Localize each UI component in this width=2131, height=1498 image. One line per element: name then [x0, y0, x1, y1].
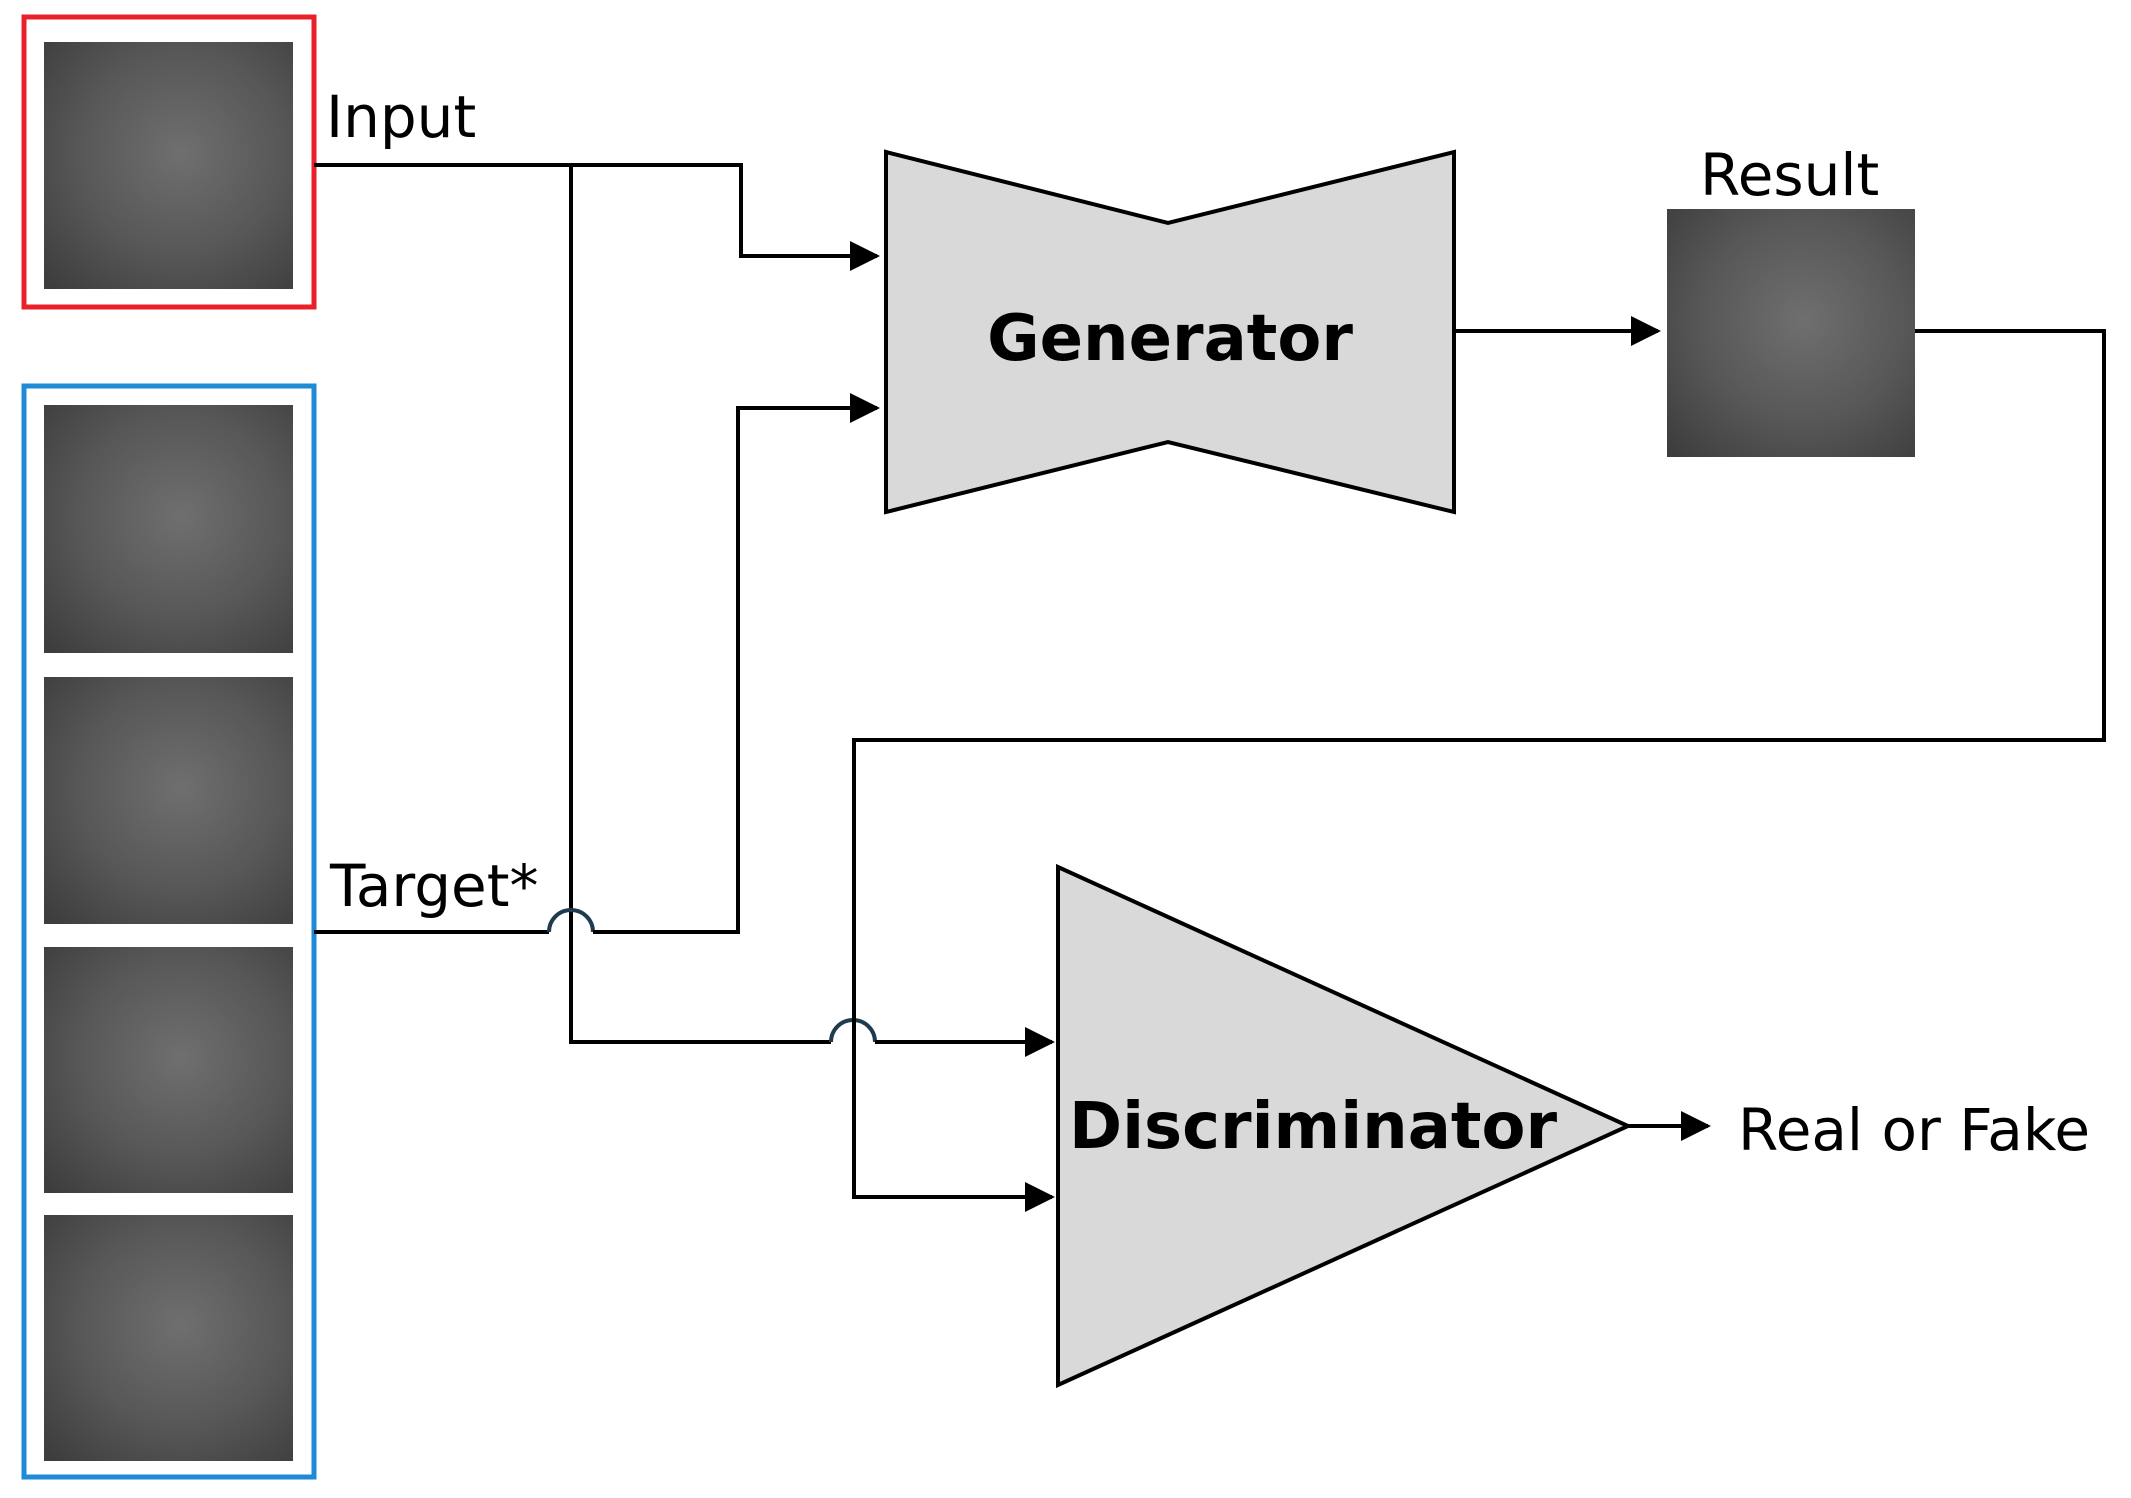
input-to-discriminator-wire — [569, 165, 831, 1044]
result-to-discriminator-arrow — [852, 329, 2106, 1212]
generator-label: Generator — [987, 302, 1353, 376]
target-image — [44, 1215, 293, 1461]
result-image — [1667, 209, 1915, 457]
real-or-fake-label: Real or Fake — [1738, 1096, 2090, 1164]
generator-block — [884, 149, 1456, 515]
target-image — [44, 405, 293, 653]
input-image-frame — [21, 14, 317, 310]
crossing-hop — [547, 908, 595, 933]
target-to-generator-arrow — [593, 393, 880, 934]
discriminator-label: Discriminator — [1069, 1090, 1558, 1164]
discriminator-block — [1056, 863, 1633, 1389]
input-to-generator-arrow — [314, 163, 880, 271]
result-label: Result — [1700, 141, 1879, 209]
target-image — [44, 947, 293, 1193]
target-image — [44, 677, 293, 924]
input-image — [44, 42, 293, 289]
target-label: Target* — [329, 852, 538, 920]
input-label: Input — [326, 83, 476, 151]
